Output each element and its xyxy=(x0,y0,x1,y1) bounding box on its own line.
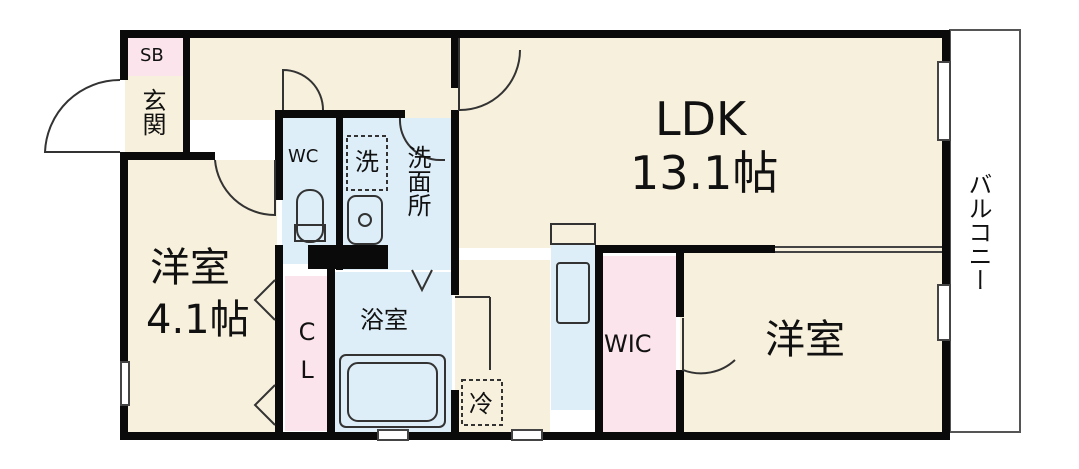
bedroom-east-name: 洋室 xyxy=(765,317,845,363)
floor-sb xyxy=(125,38,183,76)
closet-label: CL xyxy=(293,318,321,394)
entrance-label: 玄関 xyxy=(138,88,166,136)
floor-closet xyxy=(285,276,327,431)
sink-icon xyxy=(347,195,383,245)
floor-bedroom-east xyxy=(680,248,945,435)
washer-label: 洗 xyxy=(355,148,379,176)
floor-ldk xyxy=(455,38,945,248)
floor-balcony xyxy=(949,29,1021,433)
washer-icon xyxy=(346,135,388,191)
fixtures xyxy=(294,135,596,428)
bathtub-icon xyxy=(339,354,446,428)
windows xyxy=(120,61,951,441)
fridge-icon xyxy=(461,379,503,426)
bedroom-west-size: 4.1帖 xyxy=(146,297,250,343)
kitchen-sink-icon xyxy=(556,262,590,324)
wc-label: WC xyxy=(288,146,319,167)
ldk-size: 13.1帖 xyxy=(630,146,779,200)
balcony-label: バルコニー xyxy=(964,172,992,292)
bath-label: 浴室 xyxy=(360,306,408,334)
floor-kitchen-counter xyxy=(551,244,595,410)
washroom-label: 洗面所 xyxy=(403,145,431,217)
wic-label: WIC xyxy=(604,330,652,358)
floor-bath xyxy=(334,272,452,432)
floor-wic xyxy=(600,256,676,432)
doors xyxy=(43,38,736,426)
sb-label: SB xyxy=(140,45,164,66)
ldk-name: LDK xyxy=(655,92,747,146)
floor-bedroom-west xyxy=(125,160,277,435)
fridge-label: 冷 xyxy=(469,390,493,418)
interior-walls xyxy=(120,38,775,440)
bedroom-west-name: 洋室 xyxy=(150,245,230,291)
